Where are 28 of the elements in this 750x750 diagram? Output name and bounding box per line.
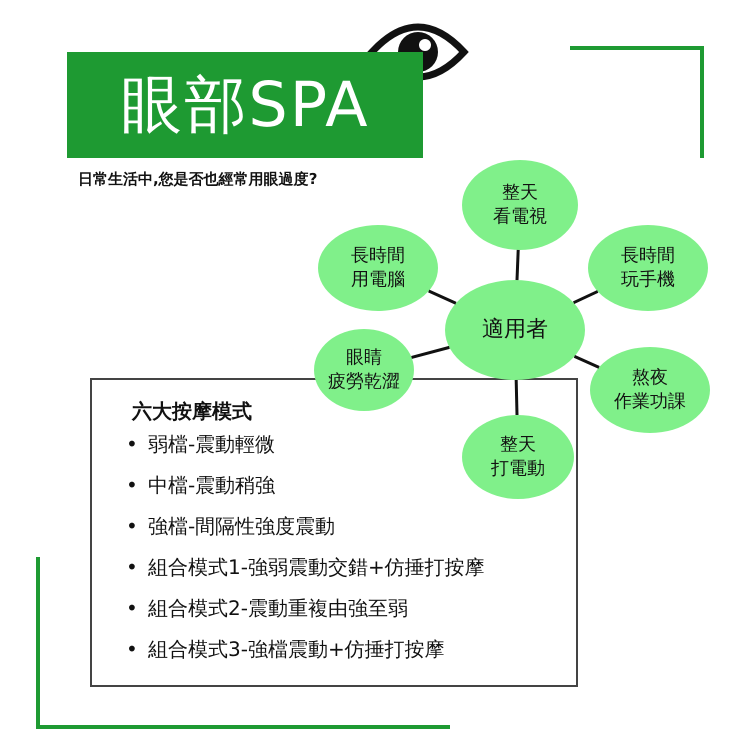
connector-line bbox=[428, 290, 456, 305]
list-item: 組合模式3-強檔震動+仿捶打按摩 bbox=[148, 636, 445, 663]
list-heading: 六大按摩模式 bbox=[132, 398, 252, 425]
user-ellipse: 熬夜作業功課 bbox=[590, 347, 710, 433]
list-item: 組合模式1-強弱震動交錯+仿捶打按摩 bbox=[148, 554, 485, 581]
connector-line bbox=[411, 346, 450, 359]
user-ellipse: 長時間用電腦 bbox=[318, 225, 438, 311]
center-ellipse: 適用者 bbox=[445, 280, 585, 380]
bullet: • bbox=[126, 595, 138, 622]
user-ellipse: 整天打電動 bbox=[462, 415, 574, 499]
bullet: • bbox=[126, 472, 138, 499]
list-item: 強檔-間隔性強度震動 bbox=[148, 513, 336, 540]
user-ellipse: 長時間玩手機 bbox=[588, 225, 708, 311]
connector-line bbox=[516, 250, 520, 280]
bullet: • bbox=[126, 554, 138, 581]
list-item: 組合模式2-震動重複由強至弱 bbox=[148, 595, 408, 622]
list-item: 中檔-震動稍強 bbox=[148, 472, 276, 499]
bullet: • bbox=[126, 513, 138, 540]
subtitle: 日常生活中,您是否也經常用眼過度? bbox=[78, 170, 318, 189]
connector-line bbox=[574, 355, 600, 369]
connector-line bbox=[514, 380, 518, 416]
list-item: 弱檔-震動輕微 bbox=[148, 431, 276, 458]
user-ellipse: 眼睛疲勞乾澀 bbox=[314, 329, 414, 411]
bullet: • bbox=[126, 431, 138, 458]
title-banner: 眼部SPA bbox=[67, 52, 423, 158]
connector-line bbox=[572, 290, 598, 304]
user-ellipse: 整天看電視 bbox=[462, 160, 578, 250]
bullet: • bbox=[126, 636, 138, 663]
